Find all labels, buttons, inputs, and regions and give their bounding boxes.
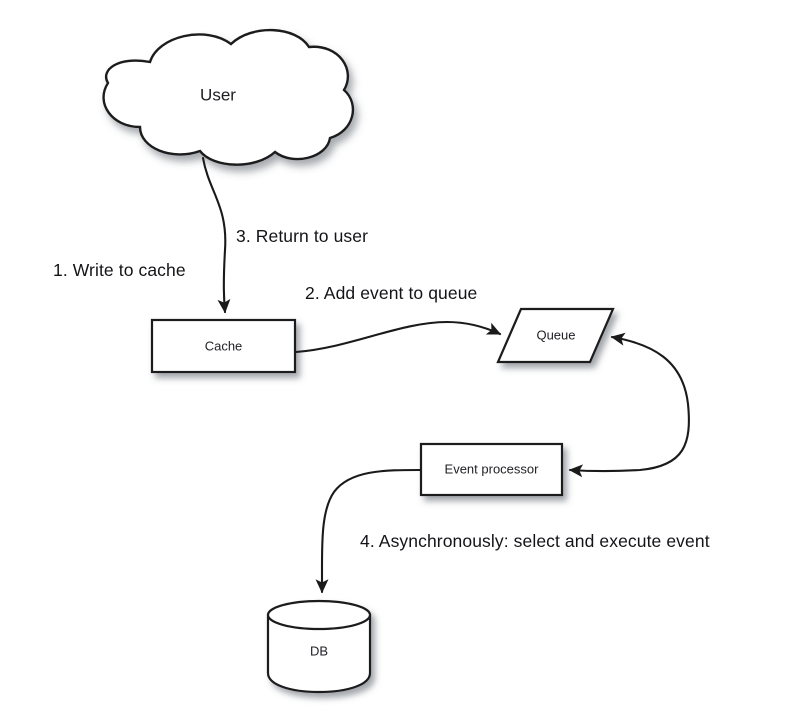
edge-label-step-3: 3. Return to user bbox=[236, 226, 369, 246]
node-event-processor-label: Event processor bbox=[445, 461, 540, 476]
edge-cache-to-queue bbox=[294, 320, 502, 354]
node-queue[interactable]: Queue bbox=[496, 307, 615, 364]
node-user[interactable]: User bbox=[102, 28, 355, 166]
node-db[interactable]: DB bbox=[266, 599, 372, 694]
node-cache-label: Cache bbox=[205, 338, 243, 353]
edge-event-processor-to-db bbox=[315, 468, 422, 594]
edge-queue-event-processor bbox=[568, 332, 690, 478]
edge-label-step-2: 2. Add event to queue bbox=[305, 283, 478, 303]
edge-user-to-cache bbox=[201, 156, 231, 314]
node-db-label: DB bbox=[310, 643, 328, 658]
node-event-processor[interactable]: Event processor bbox=[419, 442, 564, 497]
edge-label-step-1: 1. Write to cache bbox=[53, 260, 186, 280]
edge-label-step-4: 4. Asynchronously: select and execute ev… bbox=[360, 531, 710, 551]
node-user-label: User bbox=[200, 85, 236, 104]
node-queue-label: Queue bbox=[536, 327, 575, 342]
node-cache[interactable]: Cache bbox=[150, 318, 297, 374]
